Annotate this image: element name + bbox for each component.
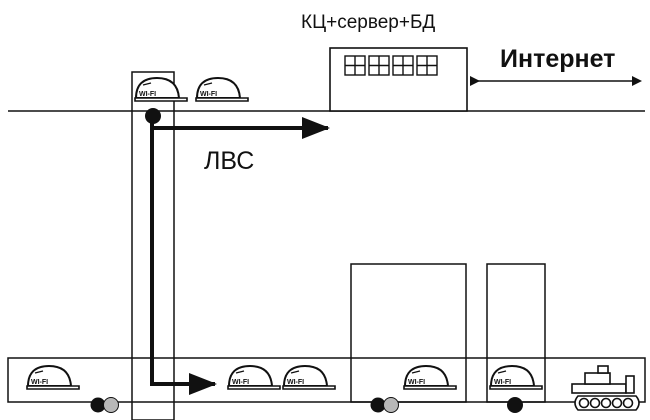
wifi-helmet-icon: WI-FI	[196, 78, 248, 101]
svg-text:WI-FI: WI-FI	[200, 91, 217, 98]
internet-label: Интернет	[500, 45, 615, 73]
svg-text:WI-FI: WI-FI	[287, 379, 304, 386]
access-point-node	[145, 108, 161, 124]
mining-machine-icon	[572, 366, 639, 410]
svg-text:WI-FI: WI-FI	[232, 379, 249, 386]
wifi-helmet-icon: WI-FI	[490, 366, 542, 389]
svg-text:WI-FI: WI-FI	[139, 91, 156, 98]
control-center-building	[330, 48, 467, 111]
wifi-helmet-icon: WI-FI	[404, 366, 456, 389]
wifi-helmet-icon: WI-FI	[228, 366, 280, 389]
lan-label: ЛВС	[204, 147, 254, 175]
connector-node-pair	[371, 398, 399, 413]
access-point-node	[507, 397, 523, 413]
center-label: КЦ+сервер+БД	[301, 12, 435, 33]
connector-node-pair	[91, 398, 119, 413]
svg-text:WI-FI: WI-FI	[31, 379, 48, 386]
lan-upper-arrow	[152, 118, 328, 128]
svg-text:WI-FI: WI-FI	[494, 379, 511, 386]
wifi-helmet-icon: WI-FI	[283, 366, 335, 389]
wifi-helmet-icon: WI-FI	[27, 366, 79, 389]
svg-text:WI-FI: WI-FI	[408, 379, 425, 386]
wifi-helmet-icon: WI-FI	[135, 78, 187, 101]
